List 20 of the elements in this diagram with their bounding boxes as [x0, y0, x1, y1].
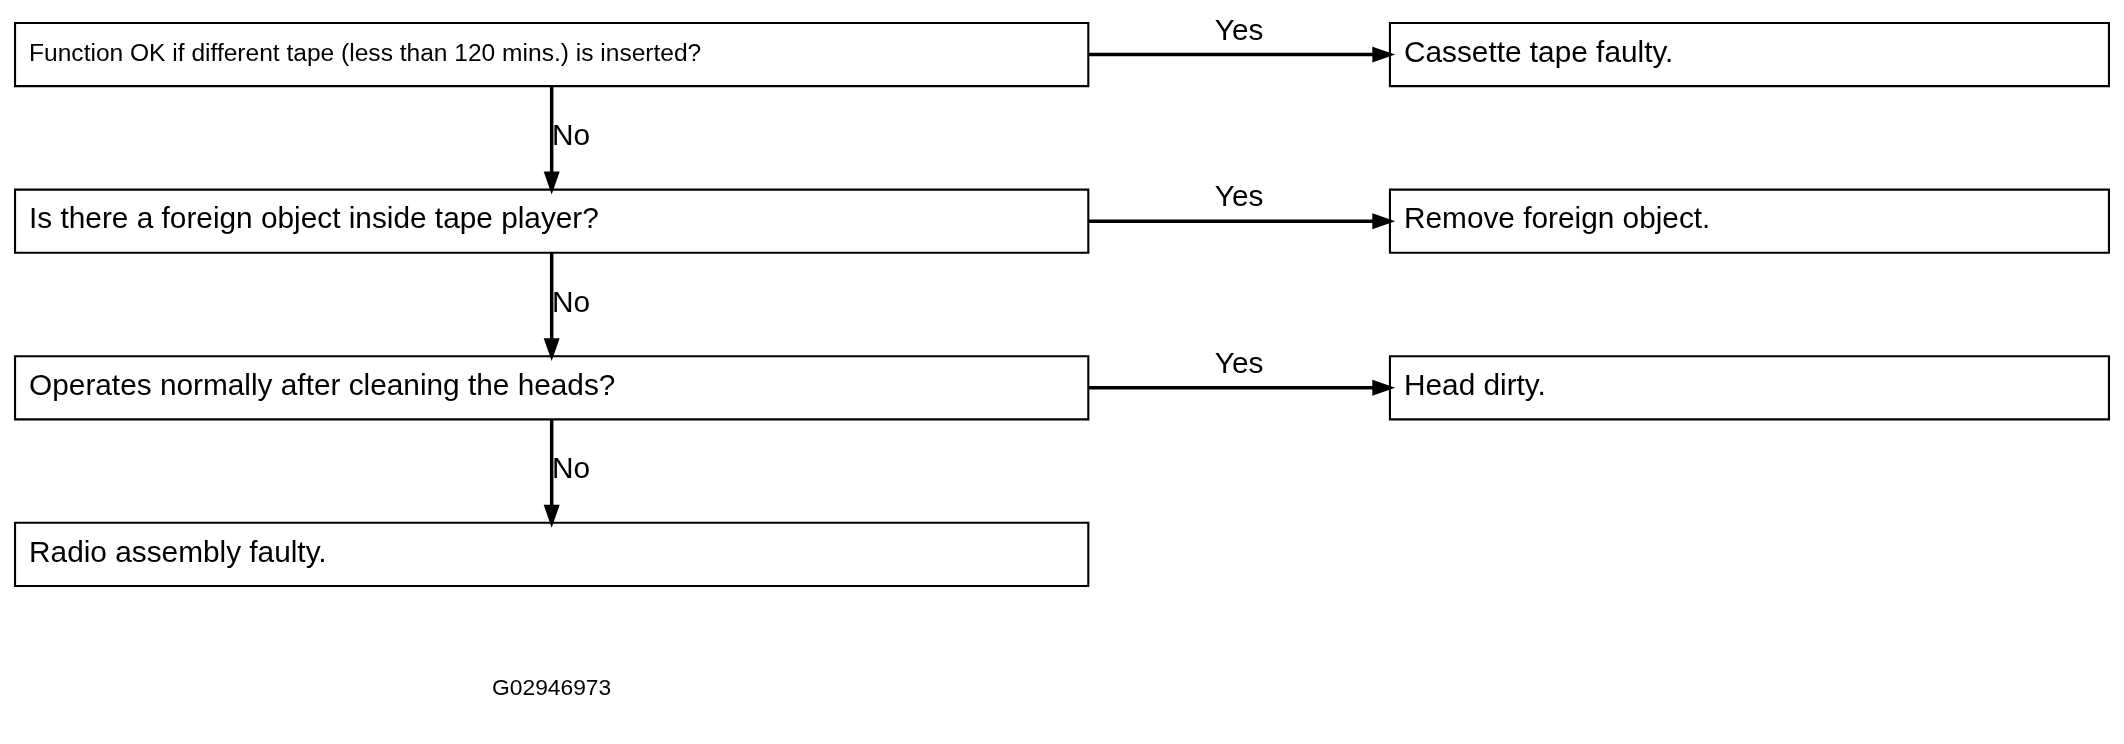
arrow: [543, 419, 560, 528]
edge-label: Yes: [1214, 346, 1264, 380]
node-box: Function OK if different tape (less than 120 mins.) is inserted?: [14, 21, 1090, 88]
arrow: [1088, 213, 1396, 230]
node-box: Remove foreign object.: [1388, 188, 2110, 254]
node-box: Radio assembly faulty.: [14, 521, 1090, 587]
edge-label: Yes: [1214, 12, 1264, 46]
arrow: [1088, 46, 1396, 63]
arrow: [543, 252, 560, 362]
node-box: Operates normally after cleaning the heads?: [14, 355, 1090, 421]
node-box: Is there a foreign object inside tape player?: [14, 188, 1090, 254]
node-box: Head dirty.: [1388, 355, 2110, 421]
edge-label: Yes: [1214, 179, 1264, 213]
edge-label: No: [551, 118, 591, 152]
edge-label: No: [551, 451, 591, 485]
arrow: [543, 86, 560, 195]
label: G02946973: [492, 674, 612, 701]
node-box: Cassette tape faulty.: [1388, 21, 2110, 88]
arrow: [1088, 379, 1396, 396]
edge-label: No: [551, 284, 591, 318]
